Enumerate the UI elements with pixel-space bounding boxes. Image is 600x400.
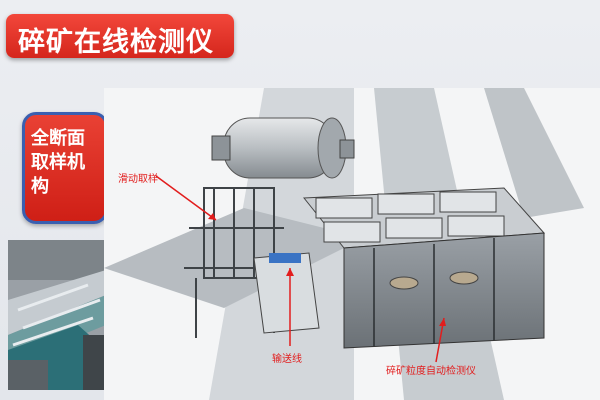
- equipment-photo: [8, 240, 106, 390]
- title-banner: 碎矿在线检测仪: [6, 14, 234, 58]
- sampling-mechanism-card: 全断面取样机构: [22, 112, 108, 224]
- sampling-mechanism-label: 全断面取样机构: [31, 128, 85, 197]
- machine-diagram: [104, 88, 600, 400]
- page-title: 碎矿在线检测仪: [18, 27, 214, 58]
- callout-detector: 碎矿粒度自动检测仪: [386, 366, 476, 377]
- callout-sampling: 滑动取样: [118, 174, 158, 185]
- callout-conveyor: 输送线: [272, 354, 302, 365]
